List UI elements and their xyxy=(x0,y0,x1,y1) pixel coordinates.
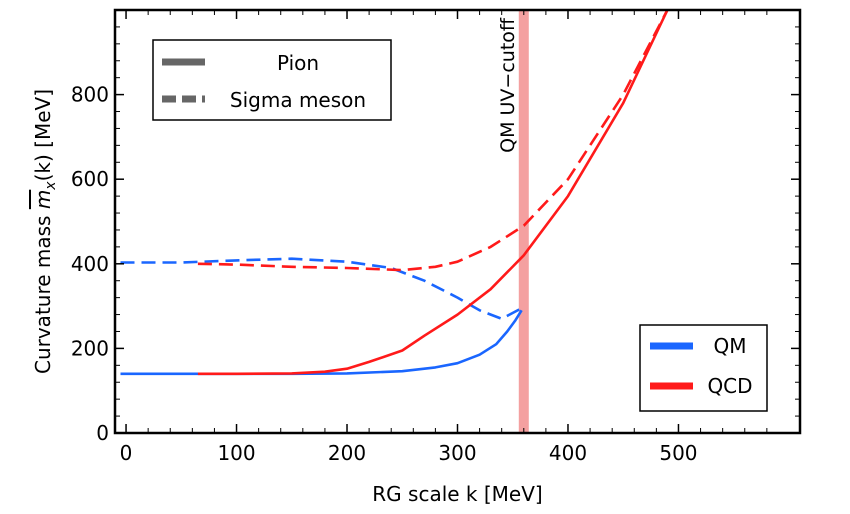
x-tick-label: 300 xyxy=(438,441,476,465)
x-axis-label: RG scale k [MeV] xyxy=(372,482,542,506)
legend-linestyle: Pion Sigma meson xyxy=(152,39,392,121)
cutoff-label: QM UV−cutoff xyxy=(497,17,519,153)
x-tick-label: 100 xyxy=(217,441,255,465)
legend-pion-label: Pion xyxy=(277,51,319,75)
y-tick-label: 400 xyxy=(71,252,109,276)
series-qcd-sigma-meson xyxy=(197,9,669,272)
legend-linestyle-box xyxy=(152,39,392,121)
series-qm-sigma-meson xyxy=(120,257,523,321)
y-axis-label-subscript: x xyxy=(43,181,59,191)
legend-qcd-label: QCD xyxy=(707,374,752,398)
x-tick-label: 200 xyxy=(328,441,366,465)
y-axis-label-symbol: m xyxy=(31,190,55,209)
series-qcd-pion xyxy=(197,9,669,376)
cutoff-band xyxy=(518,10,529,433)
y-axis-label: Curvature mass mx(k) [MeV] xyxy=(31,89,59,374)
legend-qm-label: QM xyxy=(714,334,747,358)
y-tick-label: 800 xyxy=(71,83,109,107)
series-qm-pion xyxy=(120,309,523,376)
legend-sigma-label: Sigma meson xyxy=(230,88,366,112)
x-tick-label: 500 xyxy=(659,441,697,465)
y-axis-label-suffix: (k) [MeV] xyxy=(31,89,55,181)
x-tick-label: 0 xyxy=(120,441,133,465)
tick-layer: 0 100 200 300 400 500 0 200 400 600 800 xyxy=(71,10,800,465)
y-tick-label: 0 xyxy=(96,421,109,445)
cutoff-layer xyxy=(518,10,529,433)
y-tick-label: 200 xyxy=(71,336,109,360)
x-tick-label: 400 xyxy=(549,441,587,465)
y-axis-label-prefix: Curvature mass xyxy=(31,209,55,374)
legend-model-box xyxy=(639,324,768,412)
y-tick-label: 600 xyxy=(71,167,109,191)
series-layer xyxy=(120,9,669,376)
legend-model: QM QCD xyxy=(639,324,768,412)
